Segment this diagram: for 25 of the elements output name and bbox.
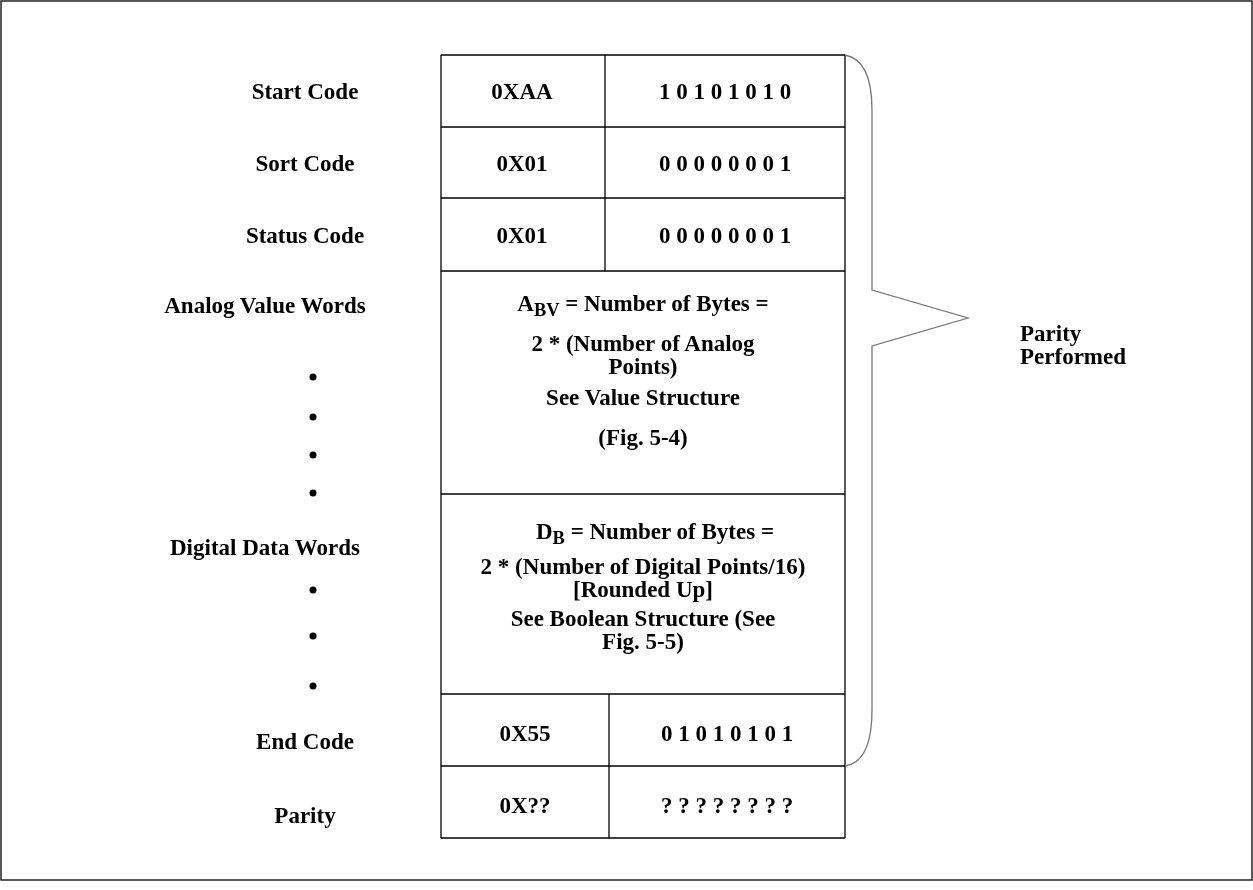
- hex-value: 0X01: [495, 151, 549, 175]
- field-description: See Boolean Structure (See Fig. 5-5): [509, 607, 777, 653]
- field-label: End Code: [255, 729, 355, 753]
- binary-value: 1 0 1 0 1 0 1 0: [657, 79, 793, 103]
- field-description: A$_{BV}$ = Number of Bytes =: [516, 291, 770, 315]
- hex-value: 0X??: [498, 793, 552, 817]
- hex-value: 0XAA: [490, 79, 554, 103]
- field-label: Start Code: [250, 79, 360, 103]
- brace-label: Parity Performed: [1020, 322, 1127, 368]
- field-label: Sort Code: [254, 151, 356, 175]
- binary-value: 0 1 0 1 0 1 0 1: [659, 721, 795, 745]
- binary-value: ? ? ? ? ? ? ? ?: [659, 793, 795, 817]
- hex-value: 0X55: [498, 721, 552, 745]
- hex-value: 0X01: [495, 223, 549, 247]
- field-description: D$_{B}$ = Number of Bytes =: [534, 519, 775, 543]
- binary-value: 0 0 0 0 0 0 0 1: [657, 151, 793, 175]
- field-description: See Value Structure: [545, 385, 741, 409]
- binary-value: 0 0 0 0 0 0 0 1: [657, 223, 793, 247]
- field-label: Digital Data Words: [169, 535, 361, 559]
- field-label: Status Code: [244, 223, 366, 247]
- field-description: 2 * (Number of Digital Points/16) [Rounded Up]: [479, 555, 807, 601]
- field-description: 2 * (Number of Analog Points): [530, 332, 756, 378]
- field-description: (Fig. 5-4): [597, 425, 689, 449]
- field-label: Parity: [273, 803, 337, 827]
- field-label: Analog Value Words: [163, 293, 367, 317]
